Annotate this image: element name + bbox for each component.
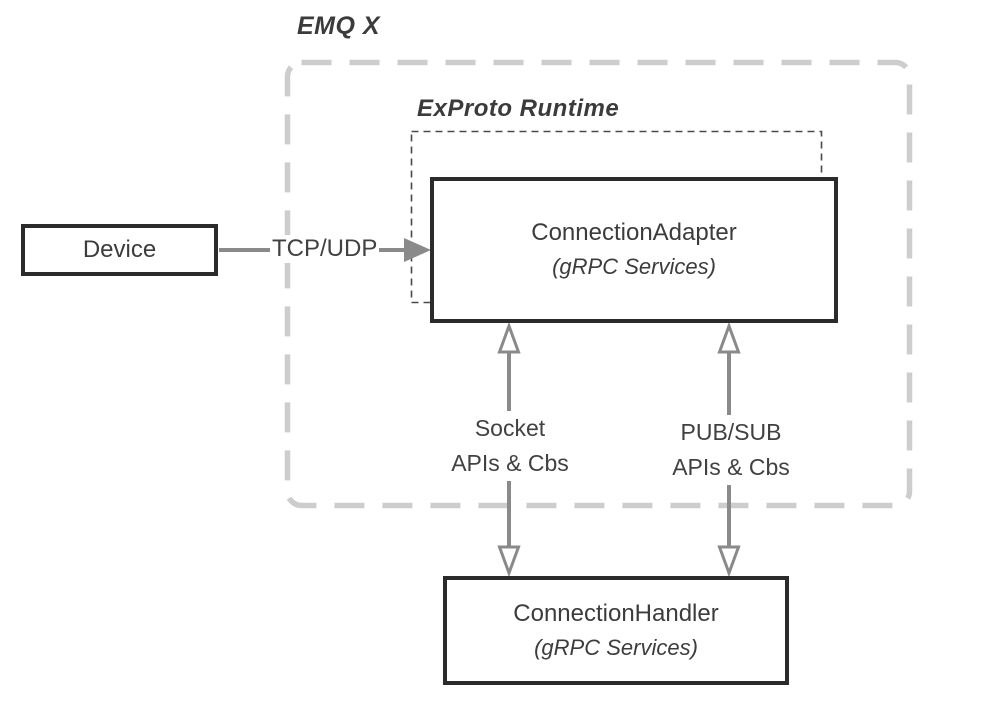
emqx-boundary [284,59,913,509]
tcp-udp-edge-label: TCP/UDP [270,235,380,263]
connection-handler-node: ConnectionHandler (gRPC Services) [443,576,789,685]
pubsub-edge-label: PUB/SUB APIs & Cbs [646,415,816,485]
device-node-label: Device [82,236,157,263]
socket-edge-label-line2: APIs & Cbs [451,450,569,476]
socket-edge-label: Socket APIs & Cbs [425,411,595,481]
exproto-runtime-title: ExProto Runtime [417,95,620,122]
connection-adapter-sublabel: (gRPC Services) [552,254,716,279]
connection-adapter-label: ConnectionAdapter [531,219,737,246]
emqx-group-title: EMQ X [297,12,381,40]
device-node: Device [21,224,218,276]
connection-handler-label: ConnectionHandler [513,599,719,627]
pubsub-edge-label-line2: APIs & Cbs [672,454,790,480]
connection-handler-sublabel: (gRPC Services) [534,634,698,660]
connection-adapter-node: ConnectionAdapter (gRPC Services) [430,177,838,323]
pubsub-edge-label-line1: PUB/SUB [680,419,782,445]
socket-edge-label-line1: Socket [474,415,546,441]
